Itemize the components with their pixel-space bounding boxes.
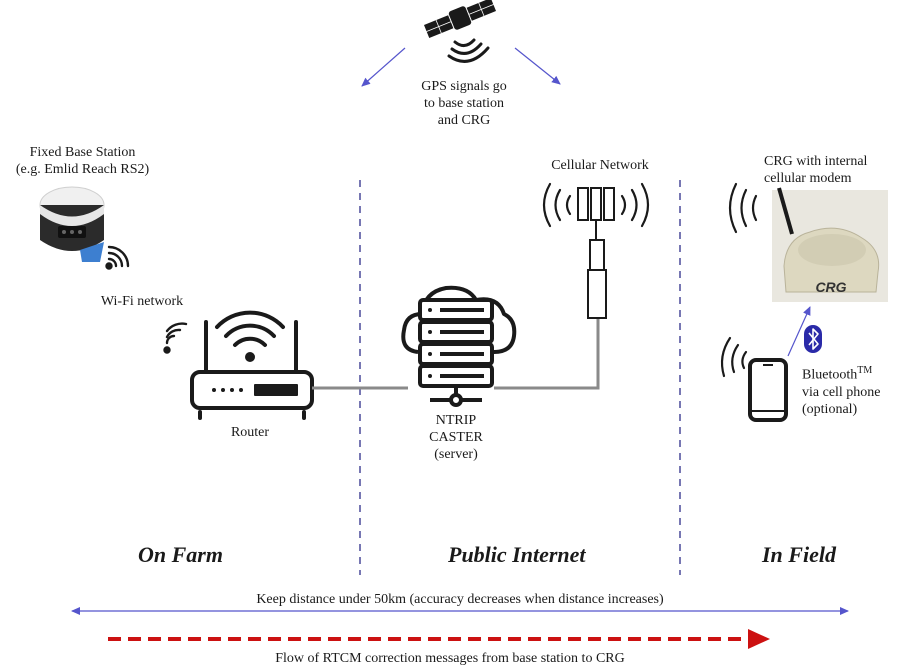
server-leds bbox=[428, 308, 484, 378]
caster-line-1: NTRIP bbox=[435, 413, 477, 428]
wifi-network-label: Wi-Fi network bbox=[100, 294, 184, 309]
base-station-image bbox=[39, 186, 105, 262]
base-station-label: Fixed Base Station (e.g. Emlid Reach RS2… bbox=[0, 144, 165, 178]
crg-modem-label: CRG with internal cellular modem bbox=[764, 153, 900, 187]
crg-modem-line-1: CRG with internal bbox=[764, 154, 868, 169]
bluetooth-trademark: TM bbox=[857, 365, 873, 376]
base-station-line-1: Fixed Base Station bbox=[29, 145, 136, 160]
flow-note: Flow of RTCM correction messages from ba… bbox=[275, 651, 625, 666]
phone-signal-icon bbox=[720, 336, 748, 378]
router-ports bbox=[212, 384, 298, 396]
gps-signals-line-2: to base station bbox=[423, 96, 505, 111]
cellular-network-label: Cellular Network bbox=[551, 158, 649, 173]
caster-to-tower-line bbox=[494, 300, 600, 390]
base-station-wifi-icon bbox=[105, 245, 130, 270]
router-label: Router bbox=[230, 425, 270, 440]
region-in-field: In Field bbox=[762, 542, 836, 567]
region-on-farm: On Farm bbox=[138, 542, 223, 567]
crg-modem-line-2: cellular modem bbox=[764, 171, 852, 186]
cell-tower-signal-icon bbox=[542, 182, 650, 228]
caster-line-3: (server) bbox=[434, 447, 478, 462]
wifi-icon bbox=[163, 322, 188, 354]
smartphone-icon bbox=[748, 358, 788, 422]
caster-label: NTRIP CASTER (server) bbox=[412, 412, 500, 463]
bluetooth-label: BluetoothTM via cell phone (optional) bbox=[802, 362, 906, 418]
router-icon bbox=[190, 310, 314, 420]
bluetooth-line-2: via cell phone bbox=[802, 384, 881, 400]
server-cloud-icon bbox=[401, 285, 517, 407]
crg-device-image: CRG bbox=[772, 187, 888, 302]
region-public-internet: Public Internet bbox=[448, 542, 586, 567]
distance-note: Keep distance under 50km (accuracy decre… bbox=[256, 592, 664, 607]
gps-arrow-right bbox=[514, 47, 561, 85]
gps-signals-line-1: GPS signals go bbox=[421, 79, 507, 94]
caster-line-2: CASTER bbox=[429, 430, 483, 445]
bluetooth-line-3: (optional) bbox=[802, 401, 858, 417]
bluetooth-word: Bluetooth bbox=[802, 367, 858, 383]
gps-signals-line-3: and CRG bbox=[437, 113, 491, 128]
phone-to-crg-arrow bbox=[787, 306, 811, 357]
flow-arrow-head bbox=[748, 629, 770, 649]
crg-device-text: CRG bbox=[815, 279, 846, 295]
satellite-signal-icon bbox=[447, 38, 490, 63]
gps-arrow-left bbox=[361, 47, 406, 87]
cell-tower-icon bbox=[577, 187, 615, 319]
bluetooth-icon bbox=[804, 325, 822, 353]
gps-signals-label: GPS signals go to base station and CRG bbox=[400, 78, 528, 129]
satellite-icon bbox=[423, 0, 497, 38]
bluetooth-line-1: BluetoothTM bbox=[802, 362, 906, 384]
base-station-line-2: (e.g. Emlid Reach RS2) bbox=[15, 162, 150, 177]
crg-signal-icon bbox=[728, 182, 758, 234]
